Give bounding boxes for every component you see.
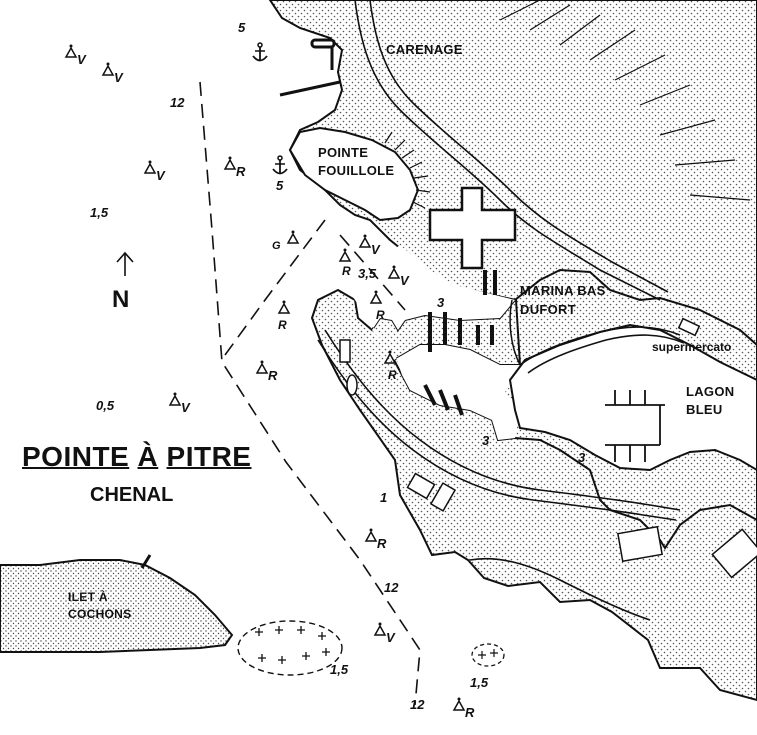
depth-label: 1,5 [330,662,349,677]
marina-building [428,186,517,270]
buoy-r [277,300,301,324]
buoy-icon [223,156,237,170]
label-lagon: LAGON [686,384,735,399]
depth-label: 3 [482,433,490,448]
buoy-icon [338,248,352,262]
pointe-fouillole [288,126,420,222]
north-label: N [112,286,130,313]
label-pointe: POINTE [318,145,369,160]
depth-label: 12 [170,95,185,110]
buoy-r [338,248,362,272]
buoy-r: R [452,697,476,721]
marina-docks [423,270,497,416]
breakwater [509,299,521,366]
label-bleu: BLEU [686,402,723,417]
lagon-docks [605,390,665,462]
buoy-r: R [255,360,279,384]
anchor-icon [272,155,288,175]
buoy-icon [64,44,78,58]
depth-label: 5 [276,178,284,193]
label-dufort: DUFORT [520,302,576,317]
buoy-icon [255,360,269,374]
buoy-icon [286,230,300,244]
chart-subtitle: CHENAL [90,484,174,506]
buoy-r-label: R [376,308,385,322]
buoy-icon [358,234,372,248]
shoal-icon [471,643,505,667]
buoy-r [369,290,393,314]
north-arrow-icon [116,251,134,276]
buoy-g-label: G [272,240,281,252]
buoy-v: V [143,160,167,184]
chart-title: POINTE À PITRE [22,441,252,473]
depth-label: 0,5 [96,398,115,413]
buoy-icon [387,265,401,279]
buoy-v: V [373,622,397,646]
buoy-r-label: R [342,264,351,278]
buoy-icon [452,697,466,711]
label-marina-bas: MARINA BAS [520,283,606,298]
anchor-icon [252,42,268,62]
label-supermercato: supermercato [652,340,732,354]
buoy-v: V [64,44,88,68]
buoy-icon [383,350,397,364]
fouillole-hatching [384,131,431,209]
buoy-icon [168,392,182,406]
buoy-icon [101,62,115,76]
depth-label: 3 [578,450,586,465]
ilet-a-cochons [0,559,234,653]
title-part-3: PITRE [166,441,252,472]
ilet-jetty [140,554,152,569]
buoy-v: V [101,62,125,86]
shoal-icon [237,620,343,676]
small-buildings [339,317,757,579]
title-part-2: À [137,441,159,472]
title-part-1: POINTE [22,441,130,472]
roads [317,0,685,621]
buoy-v: V [358,234,382,258]
buoy-r-label: R [278,318,287,332]
buoy-r: R [223,156,247,180]
depth-label: 1,5 [470,675,489,690]
label-carenage: CARENAGE [386,42,463,57]
label-fouillole: FOUILLOLE [318,163,395,178]
buoy-icon [373,622,387,636]
buoy-r-label: R [388,368,397,382]
buoy-g [286,230,310,254]
depth-label: 1,5 [90,205,109,220]
depth-label: 3,5 [358,266,377,281]
channel-limits [199,81,421,706]
buoy-icon [369,290,383,304]
depth-label: 1 [380,490,388,505]
buoy-r [383,350,407,374]
buoy-icon [364,528,378,542]
hill-hatching [499,0,751,201]
buoy-r: R [364,528,388,552]
depth-label: 12 [410,697,425,712]
buoy-icon [277,300,291,314]
label-cochons: COCHONS [68,607,132,621]
depth-label: 3 [437,295,445,310]
buoy-v: V [168,392,192,416]
buoy-v: V [387,265,411,289]
depth-label: 5 [238,20,246,35]
depth-label: 12 [384,580,399,595]
marina-basin [345,245,520,440]
carenage-jetties [279,38,341,97]
label-ilet-a: ILET À [68,590,108,604]
buoy-icon [143,160,157,174]
